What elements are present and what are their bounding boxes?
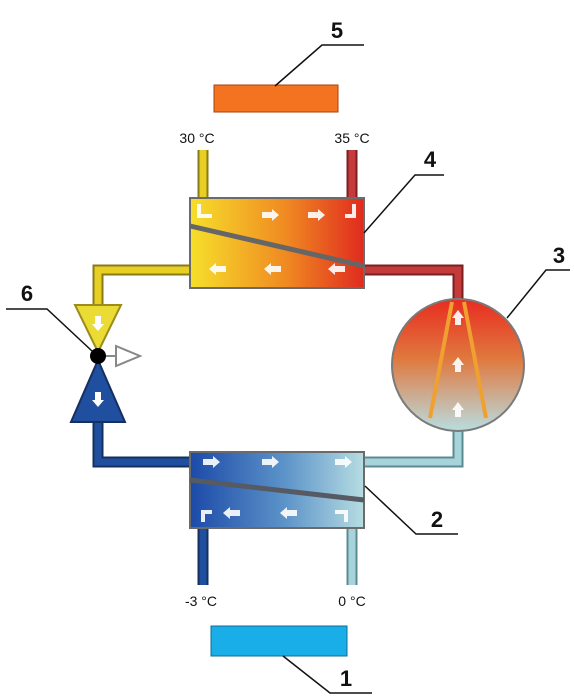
liquid-line-pipe [92, 264, 192, 305]
valve-actuator-icon [115, 344, 143, 368]
valve-lower-triangle [69, 357, 127, 423]
valve-pivot [90, 348, 106, 364]
heat-source-block [210, 625, 348, 657]
heat-sink-block [213, 84, 339, 113]
temp-cold-in: -3 °C [185, 593, 217, 609]
cold-line-pipe [92, 420, 192, 468]
label-3: 3 [553, 243, 565, 268]
label-2: 2 [431, 507, 443, 532]
label-6: 6 [21, 281, 33, 306]
leader-lines [6, 44, 570, 694]
label-5: 5 [331, 18, 343, 43]
discharge-line-pipe [362, 264, 464, 300]
flow-arrow-icon [197, 204, 356, 275]
compressor-icon [391, 298, 525, 432]
suction-line-pipe [362, 425, 464, 468]
evaporator [189, 451, 365, 529]
pipework [92, 150, 464, 585]
expansion-valve-icon [69, 304, 143, 423]
temp-hot-in: 30 °C [179, 130, 214, 146]
label-4: 4 [424, 147, 437, 172]
flow-arrow-icon [201, 456, 352, 522]
condenser [189, 197, 365, 289]
temp-cold-out: 0 °C [338, 593, 365, 609]
label-1: 1 [340, 666, 352, 691]
temp-hot-out: 35 °C [334, 130, 369, 146]
